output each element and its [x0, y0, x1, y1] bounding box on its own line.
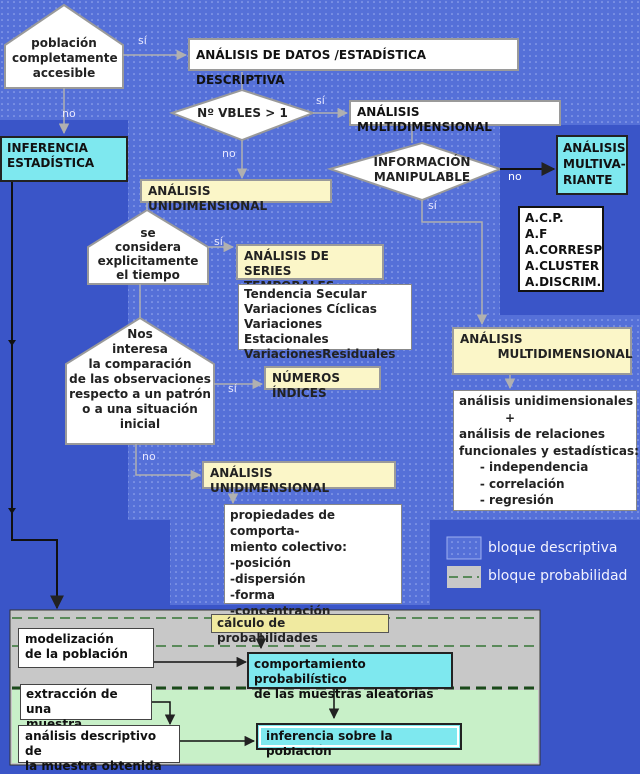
analisis-multidimensional-mid-box: ANÁLISIS MULTIDIMENSIONAL	[452, 327, 633, 375]
legend-label-probabilidad: bloque probabilidad	[488, 568, 628, 584]
numeros-indices-box: NÚMEROS ÍNDICES	[264, 366, 381, 400]
inferencia-estadistica-box: INFERENCIA ESTADÍSTICA	[0, 136, 128, 182]
multidimensional-detail-box: análisis unidimensionales + análisis de …	[453, 390, 639, 511]
analisis-unidimensional-bottom-box: ANÁLISIS UNIDIMENSIONAL	[202, 461, 396, 495]
analisis-unidimensional-top-box: ANÁLISIS UNIDIMENSIONAL	[140, 179, 332, 213]
lower-left-band	[0, 520, 170, 610]
edge-label-no-nvbles: no	[222, 147, 236, 160]
calculo-probabilidades-box: cálculo de probabilidades	[211, 614, 389, 645]
multivariante-methods-box: A.C.P. A.F A.CORRESP A.CLUSTER A.DISCRIM…	[518, 206, 604, 292]
analisis-multidimensional-top-box: ANÁLISIS MULTIDIMENSIONAL	[349, 100, 561, 134]
analisis-multivariante-box: ANÁLISIS MULTIVA- RIANTE	[556, 135, 628, 195]
series-temporales-box: ANÁLISIS DE SERIES TEMPORALES	[236, 244, 384, 293]
propiedades-box: propiedades de comporta- miento colectiv…	[224, 504, 402, 618]
comportamiento-probabilistico-box: comportamiento probabilístico de las mue…	[247, 652, 453, 701]
tiempo-question: se considera explicitamente el tiempo	[97, 226, 199, 282]
edge-label-no-patron: no	[142, 450, 156, 463]
analisis-datos-box: ANÁLISIS DE DATOS /ESTADÍSTICA DESCRIPTI…	[188, 38, 519, 87]
edge-inferencia-down	[11, 182, 64, 610]
legend-swatch-descriptiva	[446, 536, 482, 560]
extraccion-muestra-box: extracción de una muestra aleatoria	[20, 684, 152, 746]
inferencia-poblacion-box: inferencia sobre la población	[256, 723, 462, 758]
edge-label-si-patron: sí	[228, 382, 237, 395]
edge-label-no-poblacion: no	[62, 107, 76, 120]
analisis-descriptivo-muestra-box: análisis descriptivo de la muestra obten…	[18, 725, 180, 773]
edge-label-si-poblacion: sí	[138, 34, 147, 47]
edge-label-si-tiempo: sí	[214, 235, 223, 248]
legend-label-descriptiva: bloque descriptiva	[488, 540, 618, 556]
nvbles-question: Nº VBLES > 1	[197, 106, 288, 120]
left-line-tick-2	[8, 508, 16, 514]
edge-label-si-nvbles: sí	[316, 94, 325, 107]
edge-label-si-informacion: sí	[428, 199, 437, 212]
poblacion-question: población completamente accesible	[12, 36, 118, 80]
tiempo-decision-shape	[87, 208, 209, 285]
series-components-box: Tendencia Secular Variaciones Cíclicas V…	[238, 284, 412, 361]
modelizacion-box: modelización de la población	[18, 628, 154, 668]
patron-decision-shape	[65, 316, 215, 445]
informacion-question: INFORMACIÓN MANIPULABLE	[373, 155, 471, 184]
edge-informacion-si	[421, 200, 488, 326]
connectors	[11, 49, 556, 747]
edge-extraccion-descriptivo	[152, 701, 176, 726]
inference-left-band	[0, 120, 128, 520]
left-line-tick-1	[8, 340, 16, 346]
patron-question: Nos interesa la comparación de las obser…	[69, 327, 211, 431]
edge-label-no-informacion: no	[508, 170, 522, 183]
edge-patron-no	[135, 444, 202, 481]
